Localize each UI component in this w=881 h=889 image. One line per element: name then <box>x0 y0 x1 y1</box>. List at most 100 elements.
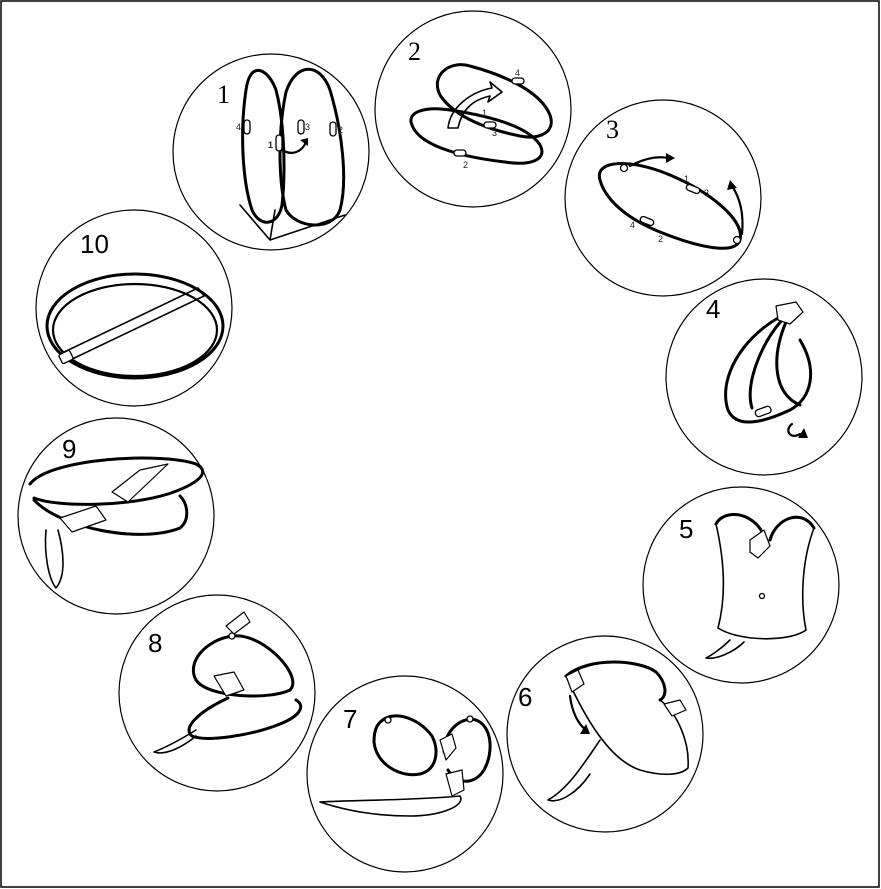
step-8-hand-middle <box>213 671 245 697</box>
step-8-number: 8 <box>148 628 162 658</box>
step-1-arrow <box>280 140 308 154</box>
step-6-number: 6 <box>518 682 532 712</box>
step-7-right-loop <box>442 717 492 783</box>
step-6-body <box>565 675 689 776</box>
step-1-handle-2 <box>329 121 337 137</box>
step-9: 9 <box>17 417 215 615</box>
step-2-marker-2: 2 <box>463 160 468 170</box>
step-3-joint-left <box>619 163 629 173</box>
step-4: 4 <box>665 278 863 476</box>
step-1-circle <box>172 53 370 251</box>
step-7-number: 7 <box>343 704 357 734</box>
step-3-arrow-left <box>628 156 670 168</box>
step-8-joint <box>228 632 236 640</box>
step-7-joint-left <box>384 716 392 724</box>
step-5-circle <box>642 486 840 684</box>
step-4-handle <box>754 405 772 418</box>
step-8-top-loop <box>192 634 295 698</box>
step-5-right-loop <box>768 515 816 542</box>
step-7-joint-right <box>466 715 474 723</box>
step-4-circle <box>665 278 863 476</box>
step-1: 1 4 1 3 2 <box>172 53 370 251</box>
step-4-inner-loop-b <box>775 320 802 407</box>
step-1-number: 1 <box>217 80 230 109</box>
step-10-circle <box>35 209 233 407</box>
step-1-arrowhead <box>300 138 308 146</box>
step-3: 3 1 3 4 2 <box>564 99 762 297</box>
step-6-circle <box>506 635 704 833</box>
step-1-right-loop <box>278 67 346 227</box>
step-9-hand-front <box>59 505 107 533</box>
step-9-top-ring <box>28 456 205 506</box>
step-3-circle <box>564 99 762 297</box>
step-5-dot <box>758 592 766 600</box>
step-1-marker-3: 3 <box>305 122 310 132</box>
step-3-marker-1: 1 <box>684 174 689 184</box>
step-9-circle <box>17 417 215 615</box>
step-2-marker-3: 3 <box>492 128 497 138</box>
step-2-fold-arrow <box>447 81 503 129</box>
step-5-bag <box>705 639 745 660</box>
step-5-number: 5 <box>679 514 693 544</box>
step-1-marker-4: 4 <box>236 122 241 132</box>
step-7: 7 <box>306 675 504 873</box>
step-8-bottom-loop <box>187 696 303 740</box>
step-3-marker-4: 4 <box>630 220 635 230</box>
step-3-joint-right <box>732 235 742 245</box>
step-10-strap-end <box>58 349 74 365</box>
step-1-marker-1: 1 <box>268 140 273 150</box>
step-6-top-loop <box>564 660 667 702</box>
step-8-hand-top <box>225 611 251 635</box>
step-1-handle-1 <box>275 134 283 152</box>
step-4-number: 4 <box>706 294 720 324</box>
step-2-handle-2 <box>453 149 467 157</box>
step-5-body <box>715 523 815 640</box>
step-4-outer-loop <box>724 316 813 424</box>
step-4-inner-loop-a <box>748 318 784 410</box>
step-7-left-loop <box>372 714 438 777</box>
step-7-hand-top <box>439 733 457 761</box>
step-1-base <box>239 204 346 241</box>
step-1-handle-3 <box>297 119 305 135</box>
step-7-base <box>319 795 462 817</box>
step-7-hand-bottom <box>445 769 465 797</box>
step-10-ring-outer <box>45 272 225 380</box>
step-5-hand <box>749 529 771 559</box>
step-6: 6 <box>506 635 704 833</box>
step-1-marker-2: 2 <box>338 125 343 135</box>
step-4-twist-arrow <box>787 422 802 437</box>
step-6-hand-right <box>663 699 687 717</box>
step-2-circle <box>374 10 572 208</box>
step-9-hand-top <box>111 463 169 503</box>
step-8: 8 <box>118 594 316 792</box>
step-2: 2 4 1 3 2 <box>374 10 572 208</box>
step-9-number: 9 <box>62 434 76 464</box>
step-6-bag <box>547 739 601 802</box>
step-3-handle-1 <box>685 183 701 195</box>
step-3-number: 3 <box>606 115 619 144</box>
step-2-marker-1: 1 <box>482 108 487 118</box>
step-10-ring-inner <box>51 282 219 378</box>
step-4-twist-arrowhead <box>798 428 808 438</box>
step-2-marker-4: 4 <box>515 68 520 78</box>
step-3-arrow-right <box>730 184 744 236</box>
step-5: 5 <box>642 486 840 684</box>
step-3-marker-2: 2 <box>658 234 663 244</box>
step-3-arrowhead-left <box>666 153 675 163</box>
step-10-number: 10 <box>80 229 109 259</box>
step-6-arrowhead <box>580 724 590 734</box>
step-4-hand <box>775 301 804 325</box>
step-3-marker-3: 3 <box>704 188 709 198</box>
step-2-handle-1 <box>483 121 497 129</box>
step-1-handle-4 <box>243 119 251 135</box>
step-9-bag <box>44 529 64 589</box>
step-1-left-loop <box>241 68 286 224</box>
step-3-handle-2 <box>639 215 655 227</box>
step-8-bag <box>153 729 197 754</box>
step-6-hand-left <box>565 669 585 693</box>
step-2-number: 2 <box>408 37 421 66</box>
step-3-arrowhead-right <box>727 180 737 190</box>
step-2-handle-4 <box>511 77 525 85</box>
